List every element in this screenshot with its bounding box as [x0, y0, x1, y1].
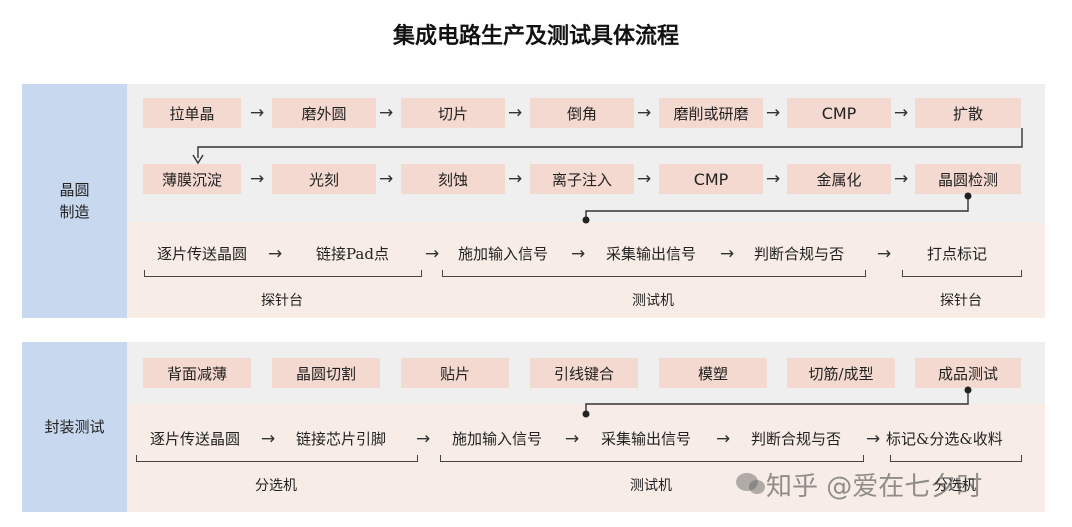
- group-bracket: [144, 270, 422, 277]
- test-step: 链接Pad点: [316, 245, 389, 263]
- watermark: 知乎 @爱在七夕时: [766, 472, 983, 502]
- arrow-icon: →: [637, 169, 652, 189]
- group-bracket: [442, 270, 866, 277]
- package-label-text: 封装测试: [44, 418, 105, 436]
- test-step: 逐片传送晶圆: [150, 430, 241, 448]
- wechat-icon: [736, 473, 758, 491]
- wafer-test-panel: [127, 222, 1045, 318]
- arrow-icon: →: [766, 169, 781, 189]
- process-step: CMP: [659, 164, 763, 194]
- page-title: 集成电路生产及测试具体流程: [392, 24, 679, 49]
- row-wrap-arrowhead: [192, 154, 204, 165]
- test-step: 打点标记: [927, 245, 988, 263]
- process-step: 磨削或研磨: [659, 98, 763, 128]
- group-bracket: [890, 455, 1022, 462]
- arrow-icon: →: [379, 103, 394, 123]
- test-step: 采集输出信号: [606, 245, 697, 263]
- test-step: 判断合规与否: [754, 245, 845, 263]
- test-step: 施加输入信号: [452, 430, 543, 448]
- test-step: 逐片传送晶圆: [157, 245, 248, 263]
- process-step: 光刻: [272, 164, 376, 194]
- package-section-label: 封装测试: [22, 342, 127, 512]
- connector-dot: [582, 410, 590, 418]
- package-test-connector: [585, 388, 969, 414]
- wafer-test-connector: [585, 194, 969, 222]
- package-test-panel: [127, 404, 1045, 512]
- connector-dot: [582, 216, 590, 224]
- arrow-icon: →: [250, 169, 265, 189]
- arrow-icon: →: [508, 169, 523, 189]
- process-step: 贴片: [401, 358, 509, 388]
- process-step: 晶圆切割: [272, 358, 380, 388]
- group-label: 分选机: [255, 478, 297, 494]
- group-bracket: [440, 455, 864, 462]
- group-label: 分选机: [934, 478, 976, 494]
- process-step: 薄膜沉淀: [143, 164, 241, 194]
- group-label: 探针台: [261, 293, 303, 309]
- arrow-icon: →: [866, 429, 881, 449]
- process-step: 倒角: [530, 98, 634, 128]
- wafer-section-label: 晶圆 制造: [22, 84, 127, 318]
- process-step: 拉单晶: [143, 98, 241, 128]
- arrow-icon: →: [571, 244, 586, 264]
- wafer-label-text: 晶圆 制造: [59, 181, 90, 221]
- test-step: 链接芯片引脚: [296, 430, 387, 448]
- arrow-icon: →: [720, 244, 735, 264]
- arrow-icon: →: [894, 169, 909, 189]
- connector-dot: [964, 386, 972, 394]
- arrow-icon: →: [268, 244, 283, 264]
- process-step: 扩散: [915, 98, 1021, 128]
- arrow-icon: →: [716, 429, 731, 449]
- process-step: 背面减薄: [143, 358, 251, 388]
- arrow-icon: →: [894, 103, 909, 123]
- process-step: 成品测试: [915, 358, 1021, 388]
- process-step: 晶圆检测: [915, 164, 1021, 194]
- arrow-icon: →: [261, 429, 276, 449]
- test-step: 施加输入信号: [458, 245, 549, 263]
- group-label: 测试机: [630, 478, 672, 494]
- process-step: 模塑: [659, 358, 767, 388]
- arrow-icon: →: [565, 429, 580, 449]
- group-label: 测试机: [632, 293, 674, 309]
- process-step: 刻蚀: [401, 164, 505, 194]
- process-step: 离子注入: [530, 164, 634, 194]
- wechat-icon-bubble: [749, 480, 765, 494]
- process-step: 切筋/成型: [787, 358, 895, 388]
- connector-dot: [964, 192, 972, 200]
- process-step: 切片: [401, 98, 505, 128]
- test-step: 标记&分选&收料: [886, 430, 1003, 448]
- group-label: 探针台: [940, 293, 982, 309]
- arrow-icon: →: [766, 103, 781, 123]
- process-step: CMP: [787, 98, 891, 128]
- arrow-icon: →: [425, 244, 440, 264]
- arrow-icon: →: [877, 244, 892, 264]
- arrow-icon: →: [379, 169, 394, 189]
- process-step: 金属化: [787, 164, 891, 194]
- process-step: 磨外圆: [272, 98, 376, 128]
- arrow-icon: →: [508, 103, 523, 123]
- group-bracket: [136, 455, 418, 462]
- test-step: 采集输出信号: [601, 430, 692, 448]
- process-step: 引线键合: [530, 358, 638, 388]
- arrow-icon: →: [416, 429, 431, 449]
- arrow-icon: →: [637, 103, 652, 123]
- test-step: 判断合规与否: [751, 430, 842, 448]
- row-wrap-connector: [197, 128, 1023, 158]
- arrow-icon: →: [250, 103, 265, 123]
- group-bracket: [902, 270, 1022, 277]
